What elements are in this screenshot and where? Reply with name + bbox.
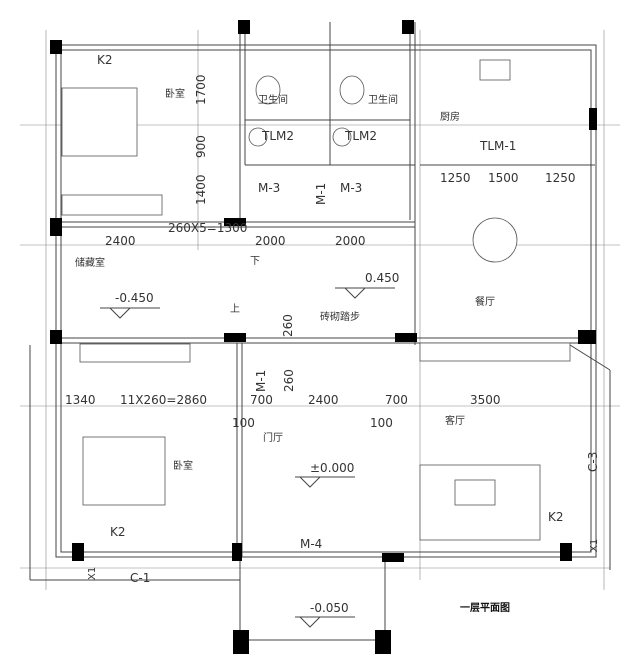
label-x1: X1 xyxy=(87,567,98,580)
dim: 2400 xyxy=(308,393,339,407)
dim: 260X5=1300 xyxy=(168,221,247,235)
room-living: 客厅 xyxy=(445,414,465,427)
plan-title: 一层平面图 xyxy=(460,602,510,614)
door-label: M-4 xyxy=(300,537,322,551)
stair-up: 上 xyxy=(230,303,240,315)
dim: 900 xyxy=(194,135,208,158)
bed-icon xyxy=(82,436,166,506)
dim: 2000 xyxy=(255,234,286,248)
door-label: K2 xyxy=(548,510,564,524)
stair-down: 下 xyxy=(250,256,260,267)
door-label: K2 xyxy=(110,525,126,539)
cabinet-icon xyxy=(419,342,571,362)
level: ±0.000 xyxy=(310,461,354,475)
door-label: M-3 xyxy=(258,181,280,195)
dining-table-icon xyxy=(472,217,518,263)
toilet-icon xyxy=(255,75,281,105)
dim: 1250 xyxy=(545,171,576,185)
dim: 100 xyxy=(232,416,255,430)
room-bedroom: 卧室 xyxy=(165,87,185,100)
level-markers xyxy=(100,287,395,628)
dim: 100 xyxy=(370,416,393,430)
window-label: C-1 xyxy=(130,571,150,585)
label-x1: X1 xyxy=(589,539,600,552)
dim: 260 xyxy=(282,369,296,392)
room-kitchen: 厨房 xyxy=(440,110,460,123)
door-label: TLM2 xyxy=(344,129,377,143)
dim: 260 xyxy=(281,314,295,337)
sink-icon xyxy=(332,127,352,147)
dim: 11X260=2860 xyxy=(120,393,207,407)
room-hall: 门厅 xyxy=(263,431,283,444)
door-label: M-3 xyxy=(340,181,362,195)
dim: 1700 xyxy=(194,74,208,105)
walls xyxy=(29,22,611,641)
furniture xyxy=(61,59,571,541)
grid-lines xyxy=(20,30,620,590)
wardrobe-icon xyxy=(79,343,191,363)
wardrobe-icon xyxy=(61,194,163,216)
room-storage: 储藏室 xyxy=(75,256,105,269)
door-label: TLM-1 xyxy=(479,139,516,153)
room-bedroom: 卧室 xyxy=(173,459,193,472)
room-dining: 餐厅 xyxy=(475,295,495,308)
door-label: M-1 xyxy=(254,370,268,392)
dim: 1500 xyxy=(488,171,519,185)
dim: 1400 xyxy=(194,174,208,205)
dim: 2400 xyxy=(105,234,136,248)
dim: 2000 xyxy=(335,234,366,248)
label-k2: K2 xyxy=(97,53,113,67)
room-bathroom: 卫生间 xyxy=(258,93,288,106)
level: -0.050 xyxy=(310,601,349,615)
dim: 700 xyxy=(385,393,408,407)
door-label: TLM2 xyxy=(261,129,294,143)
door-label: M-1 xyxy=(314,183,328,205)
dim: 3500 xyxy=(470,393,501,407)
columns xyxy=(50,20,597,654)
bed-icon xyxy=(61,87,138,157)
labels: K2 卧室 1700 900 1400 卫生间 卫生间 TLM2 TLM2 厨房… xyxy=(65,53,600,615)
dim: 1250 xyxy=(440,171,471,185)
room-steps: 砖砌踏步 xyxy=(320,310,360,323)
dim: 700 xyxy=(250,393,273,407)
level: 0.450 xyxy=(365,271,399,285)
sink-icon xyxy=(248,127,268,147)
coffee-table-icon xyxy=(454,479,496,506)
dim: 1340 xyxy=(65,393,96,407)
toilet-icon xyxy=(339,75,365,105)
window-label: C-3 xyxy=(586,452,600,472)
stove-icon xyxy=(479,59,511,81)
room-bathroom: 卫生间 xyxy=(368,93,398,106)
level: -0.450 xyxy=(115,291,154,305)
